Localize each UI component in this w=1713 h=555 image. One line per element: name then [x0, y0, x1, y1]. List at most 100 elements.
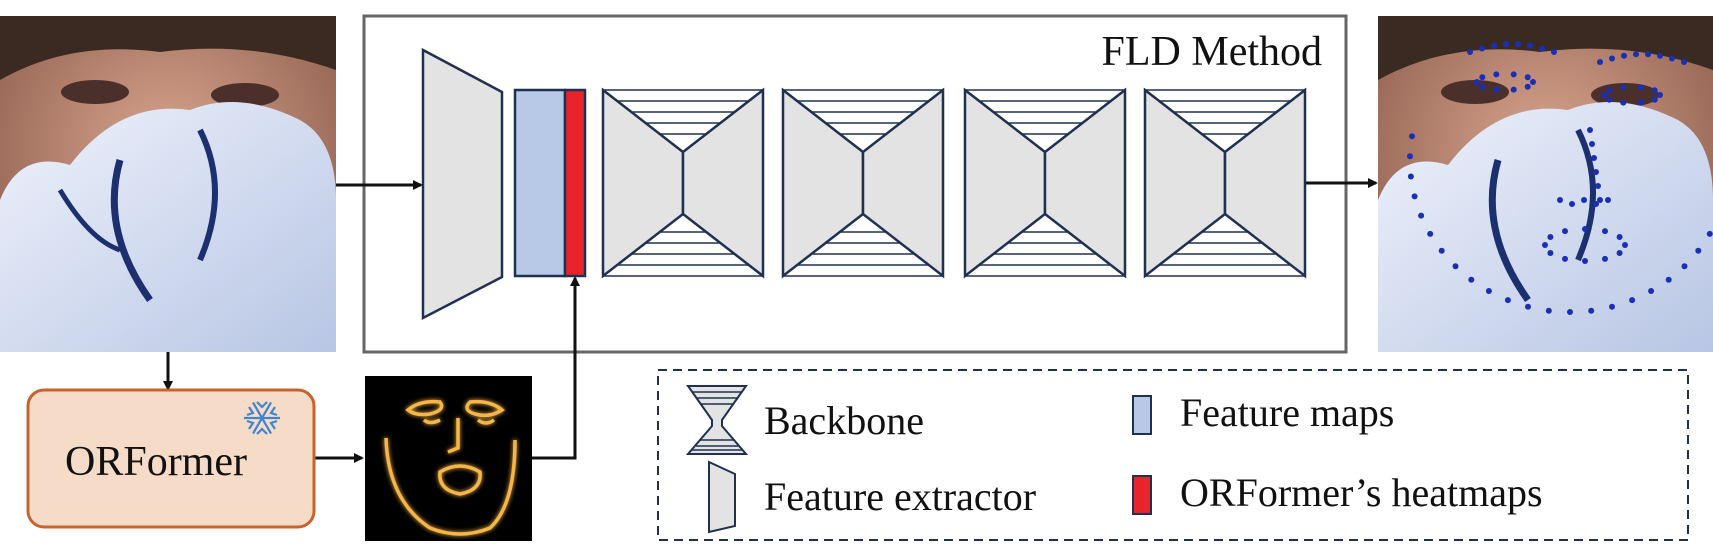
snowflake-icon: [244, 401, 280, 435]
landmark-dot: [1438, 247, 1445, 254]
landmark-dot: [1621, 52, 1627, 59]
legend-box: [657, 369, 1689, 541]
landmark-dot: [1637, 84, 1644, 91]
legend-heatmaps-label: ORFormer’s heatmaps: [1180, 470, 1543, 515]
landmark-dot: [1515, 41, 1521, 48]
landmark-dot: [1593, 201, 1599, 207]
landmark-dot: [1637, 99, 1644, 106]
legend-feature-extractor-icon: [708, 460, 736, 534]
landmark-dot: [1407, 173, 1414, 180]
landmark-dot: [1493, 71, 1500, 78]
landmark-dot: [1593, 169, 1599, 175]
heatmaps-block: [563, 88, 587, 278]
landmark-dot: [1530, 79, 1536, 85]
landmark-dot: [1588, 307, 1595, 314]
landmark-dot: [1479, 83, 1486, 90]
landmark-dot: [1409, 133, 1415, 140]
orformer-heatmap-image: [365, 376, 532, 541]
landmark-dot: [1665, 276, 1672, 283]
landmark-dot: [1602, 228, 1608, 235]
landmark-dot: [1633, 51, 1639, 58]
landmark-dot: [1567, 309, 1573, 315]
landmark-dot: [1510, 86, 1517, 93]
landmark-dot: [1601, 92, 1607, 98]
feature-extractor-block: [421, 47, 504, 321]
landmark-dot: [1504, 297, 1511, 304]
landmark-dot: [1557, 197, 1563, 203]
landmark-dot: [1648, 288, 1655, 294]
landmark-dot: [1474, 79, 1480, 85]
landmark-dot: [1562, 255, 1568, 262]
input-face-image: [0, 16, 336, 352]
landmark-dot: [1542, 242, 1548, 248]
landmark-dot: [1681, 263, 1688, 270]
landmark-dot: [1629, 297, 1636, 304]
output-face-image: [1378, 16, 1713, 352]
landmark-dot: [1539, 45, 1545, 52]
landmark-dot: [1609, 303, 1615, 310]
orformer-label: ORFormer: [65, 439, 247, 485]
landmark-dot: [1669, 55, 1675, 62]
landmark-dot: [1587, 127, 1593, 133]
landmark-dot: [1411, 193, 1418, 200]
landmark-dot: [1527, 42, 1533, 49]
landmark-dot: [1589, 141, 1595, 147]
landmark-dot: [1569, 201, 1575, 207]
backbone-block: [781, 87, 945, 279]
landmark-dot: [1622, 242, 1628, 248]
landmark-dot: [1616, 234, 1623, 240]
landmark-dot: [1595, 183, 1601, 189]
landmark-dot: [1468, 276, 1475, 283]
landmark-dot: [1427, 230, 1434, 237]
orformer-box: [26, 388, 316, 529]
landmark-dot: [1524, 74, 1531, 81]
landmark-dot: [1582, 226, 1588, 232]
legend-backbone-label: Backbone: [764, 398, 924, 443]
landmark-dot: [1657, 52, 1663, 59]
landmark-dot: [1651, 87, 1658, 94]
landmark-dot: [1479, 74, 1486, 81]
landmark-dot: [1547, 250, 1554, 256]
landmark-dot: [1452, 263, 1459, 270]
landmark-dot: [1695, 247, 1702, 254]
landmark-dot: [1551, 49, 1557, 55]
legend-backbone-icon: [685, 385, 749, 455]
landmark-dot: [1503, 41, 1509, 48]
landmark-dot: [1491, 42, 1497, 49]
landmark-dot: [1620, 99, 1627, 106]
landmark-dot: [1547, 234, 1554, 240]
landmark-dot: [1493, 86, 1500, 93]
heatmap-to-fld-arrow: [532, 276, 580, 460]
facial-landmark-dots: [1407, 41, 1713, 315]
landmark-dot: [1418, 212, 1425, 219]
landmark-dot: [1597, 197, 1603, 203]
landmark-dot: [1545, 307, 1552, 314]
landmark-dot: [1620, 84, 1627, 91]
legend-feature-maps-icon: [1132, 395, 1152, 435]
legend-heatmaps-icon: [1132, 475, 1152, 515]
landmark-dot: [1407, 153, 1413, 160]
landmark-dot: [1657, 92, 1663, 98]
landmark-dot: [1606, 96, 1613, 103]
backbone-block: [963, 87, 1127, 279]
landmark-dot: [1581, 197, 1587, 203]
landmark-dot: [1609, 55, 1615, 62]
landmark-dot: [1525, 303, 1531, 310]
legend-feature-maps-label: Feature maps: [1180, 390, 1394, 435]
landmark-dot: [1485, 288, 1492, 294]
fld-method-title: FLD Method: [1102, 29, 1323, 75]
landmark-dot: [1467, 49, 1473, 55]
landmark-dot: [1582, 258, 1588, 264]
landmark-dot: [1681, 59, 1687, 65]
backbone-block: [1143, 87, 1307, 279]
landmark-dot: [1706, 230, 1713, 237]
landmark-dot: [1591, 155, 1597, 161]
landmark-dot: [1562, 228, 1568, 235]
landmark-dot: [1651, 96, 1658, 103]
landmark-dot: [1616, 250, 1623, 256]
feature-maps-block: [513, 88, 567, 278]
landmark-dot: [1479, 45, 1485, 52]
legend-feature-extractor-label: Feature extractor: [764, 474, 1036, 519]
landmark-dot: [1645, 51, 1651, 58]
